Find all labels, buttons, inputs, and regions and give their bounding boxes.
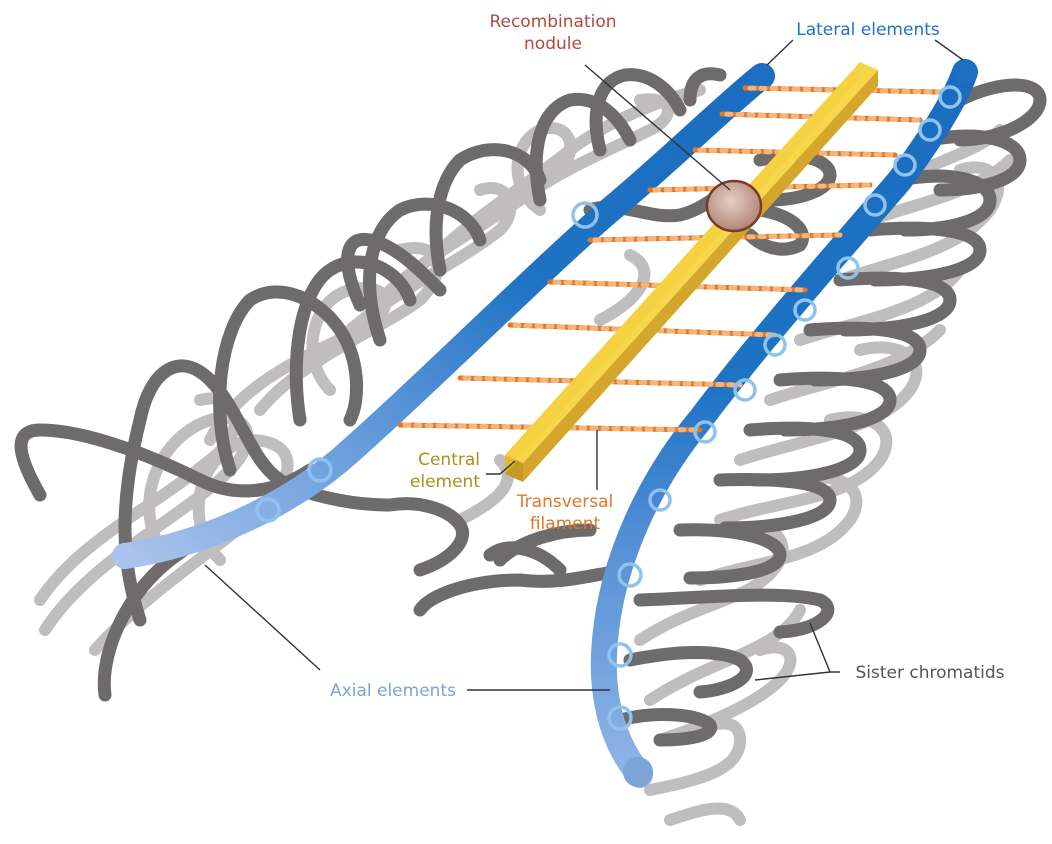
label-lateral-elements: Lateral elements xyxy=(796,20,940,40)
lateral-element-right-end xyxy=(952,61,978,83)
label-central-element-1: Central xyxy=(418,450,480,470)
label-central-element-2: element xyxy=(410,472,480,492)
axial-element-right-end xyxy=(623,757,653,787)
axial-element-left-end xyxy=(115,543,135,569)
leader-lateral-left xyxy=(767,40,793,65)
label-transversal-filament-2: filament xyxy=(530,514,601,534)
leader-lateral-right xyxy=(935,40,963,60)
label-recombination-nodule-1: Recombination xyxy=(489,12,616,32)
leader-axial-left xyxy=(205,565,320,670)
lateral-element-left-end xyxy=(749,65,775,87)
lateral-element-left xyxy=(115,65,775,569)
label-sister-chromatids: Sister chromatids xyxy=(855,663,1004,683)
label-transversal-filament-1: Transversal xyxy=(516,492,613,512)
recombination-nodule xyxy=(707,181,761,231)
label-recombination-nodule-2: nodule xyxy=(524,34,582,54)
label-axial-elements: Axial elements xyxy=(330,681,456,701)
